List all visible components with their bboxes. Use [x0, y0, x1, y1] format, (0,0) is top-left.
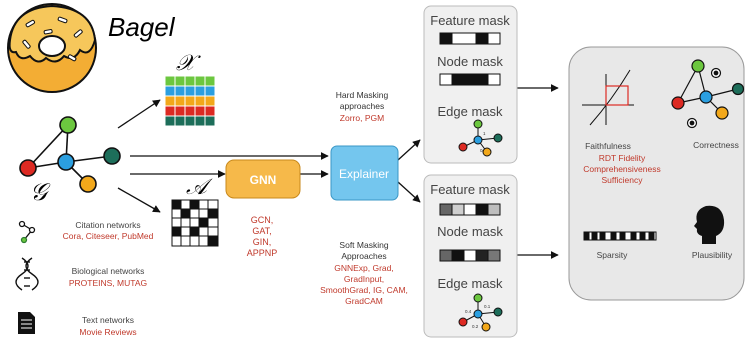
correctness-label: Correctness	[693, 140, 739, 150]
graph-node-orange	[79, 175, 97, 193]
feature-matrix	[164, 75, 216, 127]
faithfulness-icon	[582, 69, 634, 126]
graph-node-red	[19, 159, 37, 177]
soft-masking-method: GradCAM	[345, 296, 383, 306]
feature-matrix-symbol: 𝒳	[176, 51, 201, 76]
dataset-items: Movie Reviews	[79, 327, 136, 337]
hard-edge-mask-label: Edge mask	[437, 104, 503, 119]
soft-masking-title: Soft Masking	[339, 240, 388, 250]
explainer-box	[330, 145, 399, 201]
document-icon	[18, 312, 35, 334]
hard-masking-label: Hard Masking approaches Zorro, PGM	[336, 90, 389, 123]
gnn-model: GIN,	[253, 237, 272, 247]
head-icon	[694, 205, 725, 244]
gnn-models: GCN, GAT, GIN, APPNP	[247, 215, 278, 258]
dataset-group: Text networks	[82, 315, 134, 325]
hard-masking-title: approaches	[340, 101, 384, 111]
hard-feature-mask-label: Feature mask	[430, 13, 510, 28]
hard-node-mask-label: Node mask	[437, 54, 503, 69]
citation-network-icon	[18, 220, 36, 244]
hard-masking-title: Hard Masking	[336, 90, 389, 100]
gnn-model: APPNP	[247, 248, 278, 258]
hard-node-mask-bar	[439, 73, 501, 86]
sparsity-icon	[583, 231, 657, 241]
sparsity-label: Sparsity	[597, 250, 628, 260]
soft-node-mask-bar	[439, 249, 501, 262]
faithfulness-label: Faithfulness	[585, 141, 631, 151]
soft-feature-mask-label: Feature mask	[430, 182, 510, 197]
gnn-model: GCN,	[251, 215, 274, 225]
soft-masking-method: GradInput,	[344, 274, 384, 284]
soft-masking-method: SmoothGrad, IG, CAM,	[320, 285, 408, 295]
graph-symbol: 𝒢	[30, 178, 51, 206]
dataset-items: Cora, Citeseer, PubMed	[63, 231, 154, 241]
dataset-group: Biological networks	[72, 266, 145, 276]
soft-edge-mask-label: Edge mask	[437, 276, 503, 291]
hard-edge-weight: 1	[483, 131, 486, 136]
faithfulness-metric: Comprehensiveness	[583, 164, 660, 174]
soft-masking-title: Approaches	[341, 251, 386, 261]
gnn-model: GAT,	[252, 226, 271, 236]
plausibility-label: Plausibility	[692, 250, 733, 260]
adjacency-symbol: 𝒜	[186, 175, 213, 200]
soft-masking-method: GNNExp, Grad,	[334, 263, 394, 273]
hard-edge-weight: 0	[480, 148, 483, 153]
dataset-items: PROTEINS, MUTAG	[69, 278, 147, 288]
faithfulness-metric: Sufficiency	[602, 175, 644, 185]
soft-feature-mask-bar	[439, 203, 501, 216]
soft-node-mask-label: Node mask	[437, 224, 503, 239]
soft-edge-weight: 0.1	[484, 304, 491, 309]
logo-title: Bagel	[108, 12, 176, 42]
soft-edge-mask-graph	[458, 293, 503, 332]
dna-icon	[15, 257, 39, 291]
correctness-icon	[671, 59, 745, 129]
graph-node-blue	[57, 153, 75, 171]
faithfulness-metrics: RDT Fidelity Comprehensiveness Sufficien…	[583, 153, 660, 185]
hard-masking-methods: Zorro, PGM	[340, 113, 384, 123]
dataset-group: Citation networks	[75, 220, 140, 230]
soft-edge-weight: 0.4	[465, 309, 472, 314]
hard-feature-mask-bar	[439, 32, 501, 45]
graph-node-green	[59, 116, 77, 134]
input-graph	[19, 116, 121, 193]
hard-edge-mask-graph	[458, 119, 503, 157]
soft-edge-weight: 0.2	[472, 324, 479, 329]
graph-node-teal	[103, 147, 121, 165]
explainer-label: Explainer	[339, 167, 389, 181]
bagel-logo	[7, 3, 97, 93]
flow-arrows	[117, 84, 559, 259]
soft-masking-label: Soft Masking Approaches GNNExp, Grad, Gr…	[320, 240, 408, 306]
adjacency-matrix	[171, 199, 219, 247]
faithfulness-metric: RDT Fidelity	[599, 153, 646, 163]
gnn-label: GNN	[250, 173, 277, 187]
gnn-box	[225, 159, 301, 199]
